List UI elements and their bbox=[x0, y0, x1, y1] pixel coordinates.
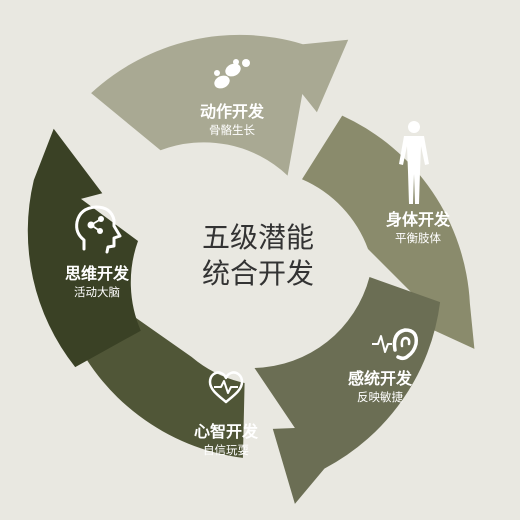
segment-title: 身体开发 bbox=[386, 210, 451, 229]
segment-action-development: 动作开发 骨骼生长 bbox=[91, 34, 349, 176]
segment-subtitle: 骨骼生长 bbox=[209, 123, 255, 137]
segment-title: 感统开发 bbox=[348, 369, 413, 388]
heart-pulse-icon bbox=[208, 371, 244, 404]
segment-title: 心智开发 bbox=[194, 422, 259, 441]
ear-hearing-icon bbox=[372, 328, 419, 361]
segment-body-arrow bbox=[302, 115, 475, 349]
segment-thinking-development: 思维开发 活动大脑 bbox=[27, 128, 141, 368]
segment-subtitle: 自信玩耍 bbox=[203, 443, 249, 457]
segment-subtitle: 反映敏捷 bbox=[357, 390, 403, 404]
segment-title: 动作开发 bbox=[200, 102, 265, 121]
segment-title: 思维开发 bbox=[65, 264, 130, 283]
segment-subtitle: 平衡肢体 bbox=[395, 231, 441, 245]
brain-head-icon bbox=[75, 205, 122, 254]
center-title-line-2: 统合开发 bbox=[202, 257, 314, 290]
human-body-icon bbox=[399, 121, 429, 204]
footprints-icon bbox=[214, 59, 250, 89]
center-title-line-1: 五级潜能 bbox=[202, 221, 314, 254]
segment-action-arrow bbox=[91, 34, 349, 176]
segment-sensory-arrow bbox=[254, 277, 441, 504]
segment-body-development: 身体开发 平衡肢体 bbox=[302, 115, 475, 349]
segment-subtitle: 活动大脑 bbox=[74, 285, 120, 299]
segment-sensory-development: 感统开发 反映敏捷 bbox=[254, 277, 441, 504]
